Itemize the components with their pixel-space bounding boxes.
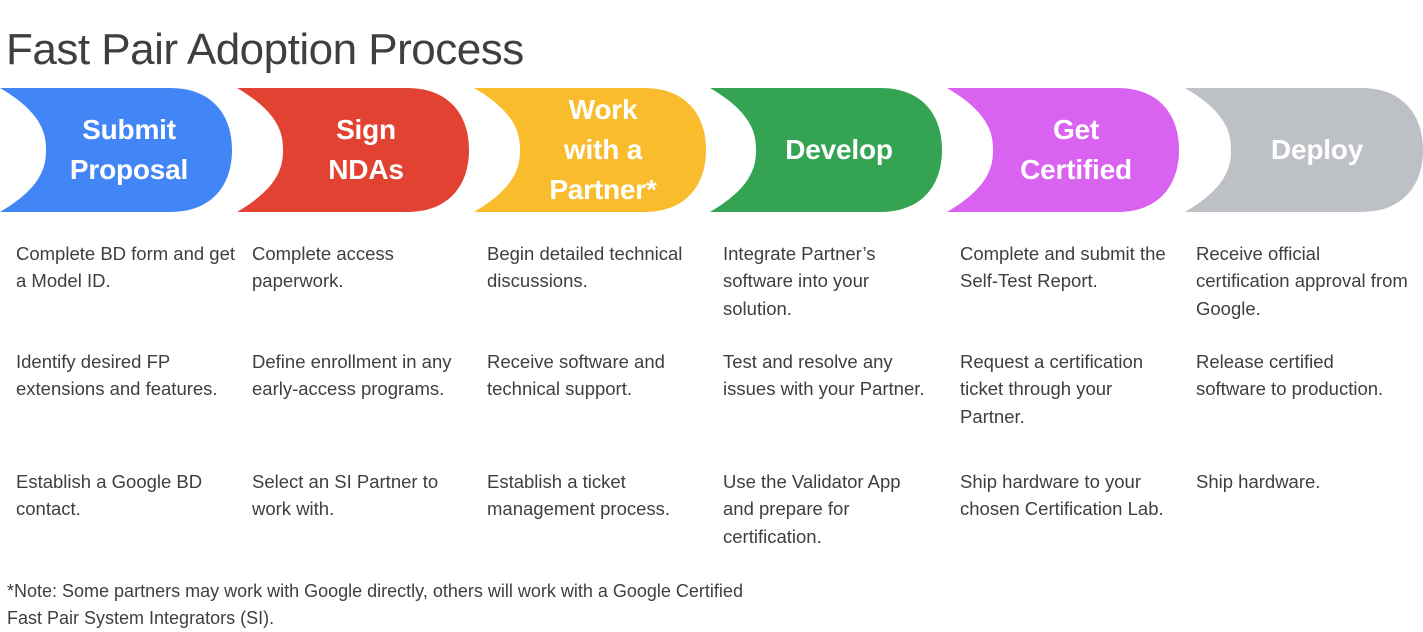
stage-chevron-deploy[interactable]: Deploy — [1185, 88, 1423, 212]
stage-detail-item: Request a certification ticket through y… — [960, 351, 1144, 427]
page-title: Fast Pair Adoption Process — [6, 25, 524, 75]
chevron-shape — [1185, 88, 1423, 212]
chevron-shape — [947, 88, 1179, 212]
chevron-shape-svg — [710, 88, 942, 212]
stage-detail-item: Use the Validator App and prepare for ce… — [723, 471, 901, 547]
stage-detail-item: Define enrollment in any early-access pr… — [252, 351, 452, 400]
chevron-shape — [0, 88, 232, 212]
stage-detail-item: Ship hardware. — [1196, 471, 1321, 492]
stage-detail-item: Receive official certification approval … — [1196, 243, 1408, 319]
stage-detail-item: Identify desired FP extensions and featu… — [16, 351, 218, 400]
stage-detail-item: Establish a Google BD contact. — [16, 471, 203, 520]
stage-detail-item: Complete BD form and get a Model ID. — [16, 243, 236, 292]
chevron-shape-svg — [947, 88, 1179, 212]
chevron-shape-svg — [474, 88, 706, 212]
footnote-text: *Note: Some partners may work with Googl… — [7, 581, 743, 628]
stage-chevron-develop[interactable]: Develop — [710, 88, 942, 212]
stage-detail-item: Release certified software to production… — [1196, 351, 1384, 400]
chevron-shape — [474, 88, 706, 212]
stage-detail-item: Complete and submit the Self-Test Report… — [960, 243, 1166, 292]
chevron-shape — [710, 88, 942, 212]
chevron-shape-svg — [0, 88, 232, 212]
stage-detail-item: Receive software and technical support. — [487, 351, 665, 400]
chevron-shape-svg — [1185, 88, 1423, 212]
chevron-shape — [237, 88, 469, 212]
stage-detail-item: Select an SI Partner to work with. — [252, 471, 439, 520]
stage-detail-item: Establish a ticket management process. — [487, 471, 671, 520]
chevron-shape-svg — [237, 88, 469, 212]
stage-detail-item: Integrate Partner’s software into your s… — [723, 243, 876, 319]
stage-detail-item: Test and resolve any issues with your Pa… — [723, 351, 925, 400]
stage-detail-item: Ship hardware to your chosen Certificati… — [960, 471, 1164, 520]
stage-detail-item: Complete access paperwork. — [252, 243, 394, 292]
stage-detail-item: Begin detailed technical discussions. — [487, 243, 683, 292]
